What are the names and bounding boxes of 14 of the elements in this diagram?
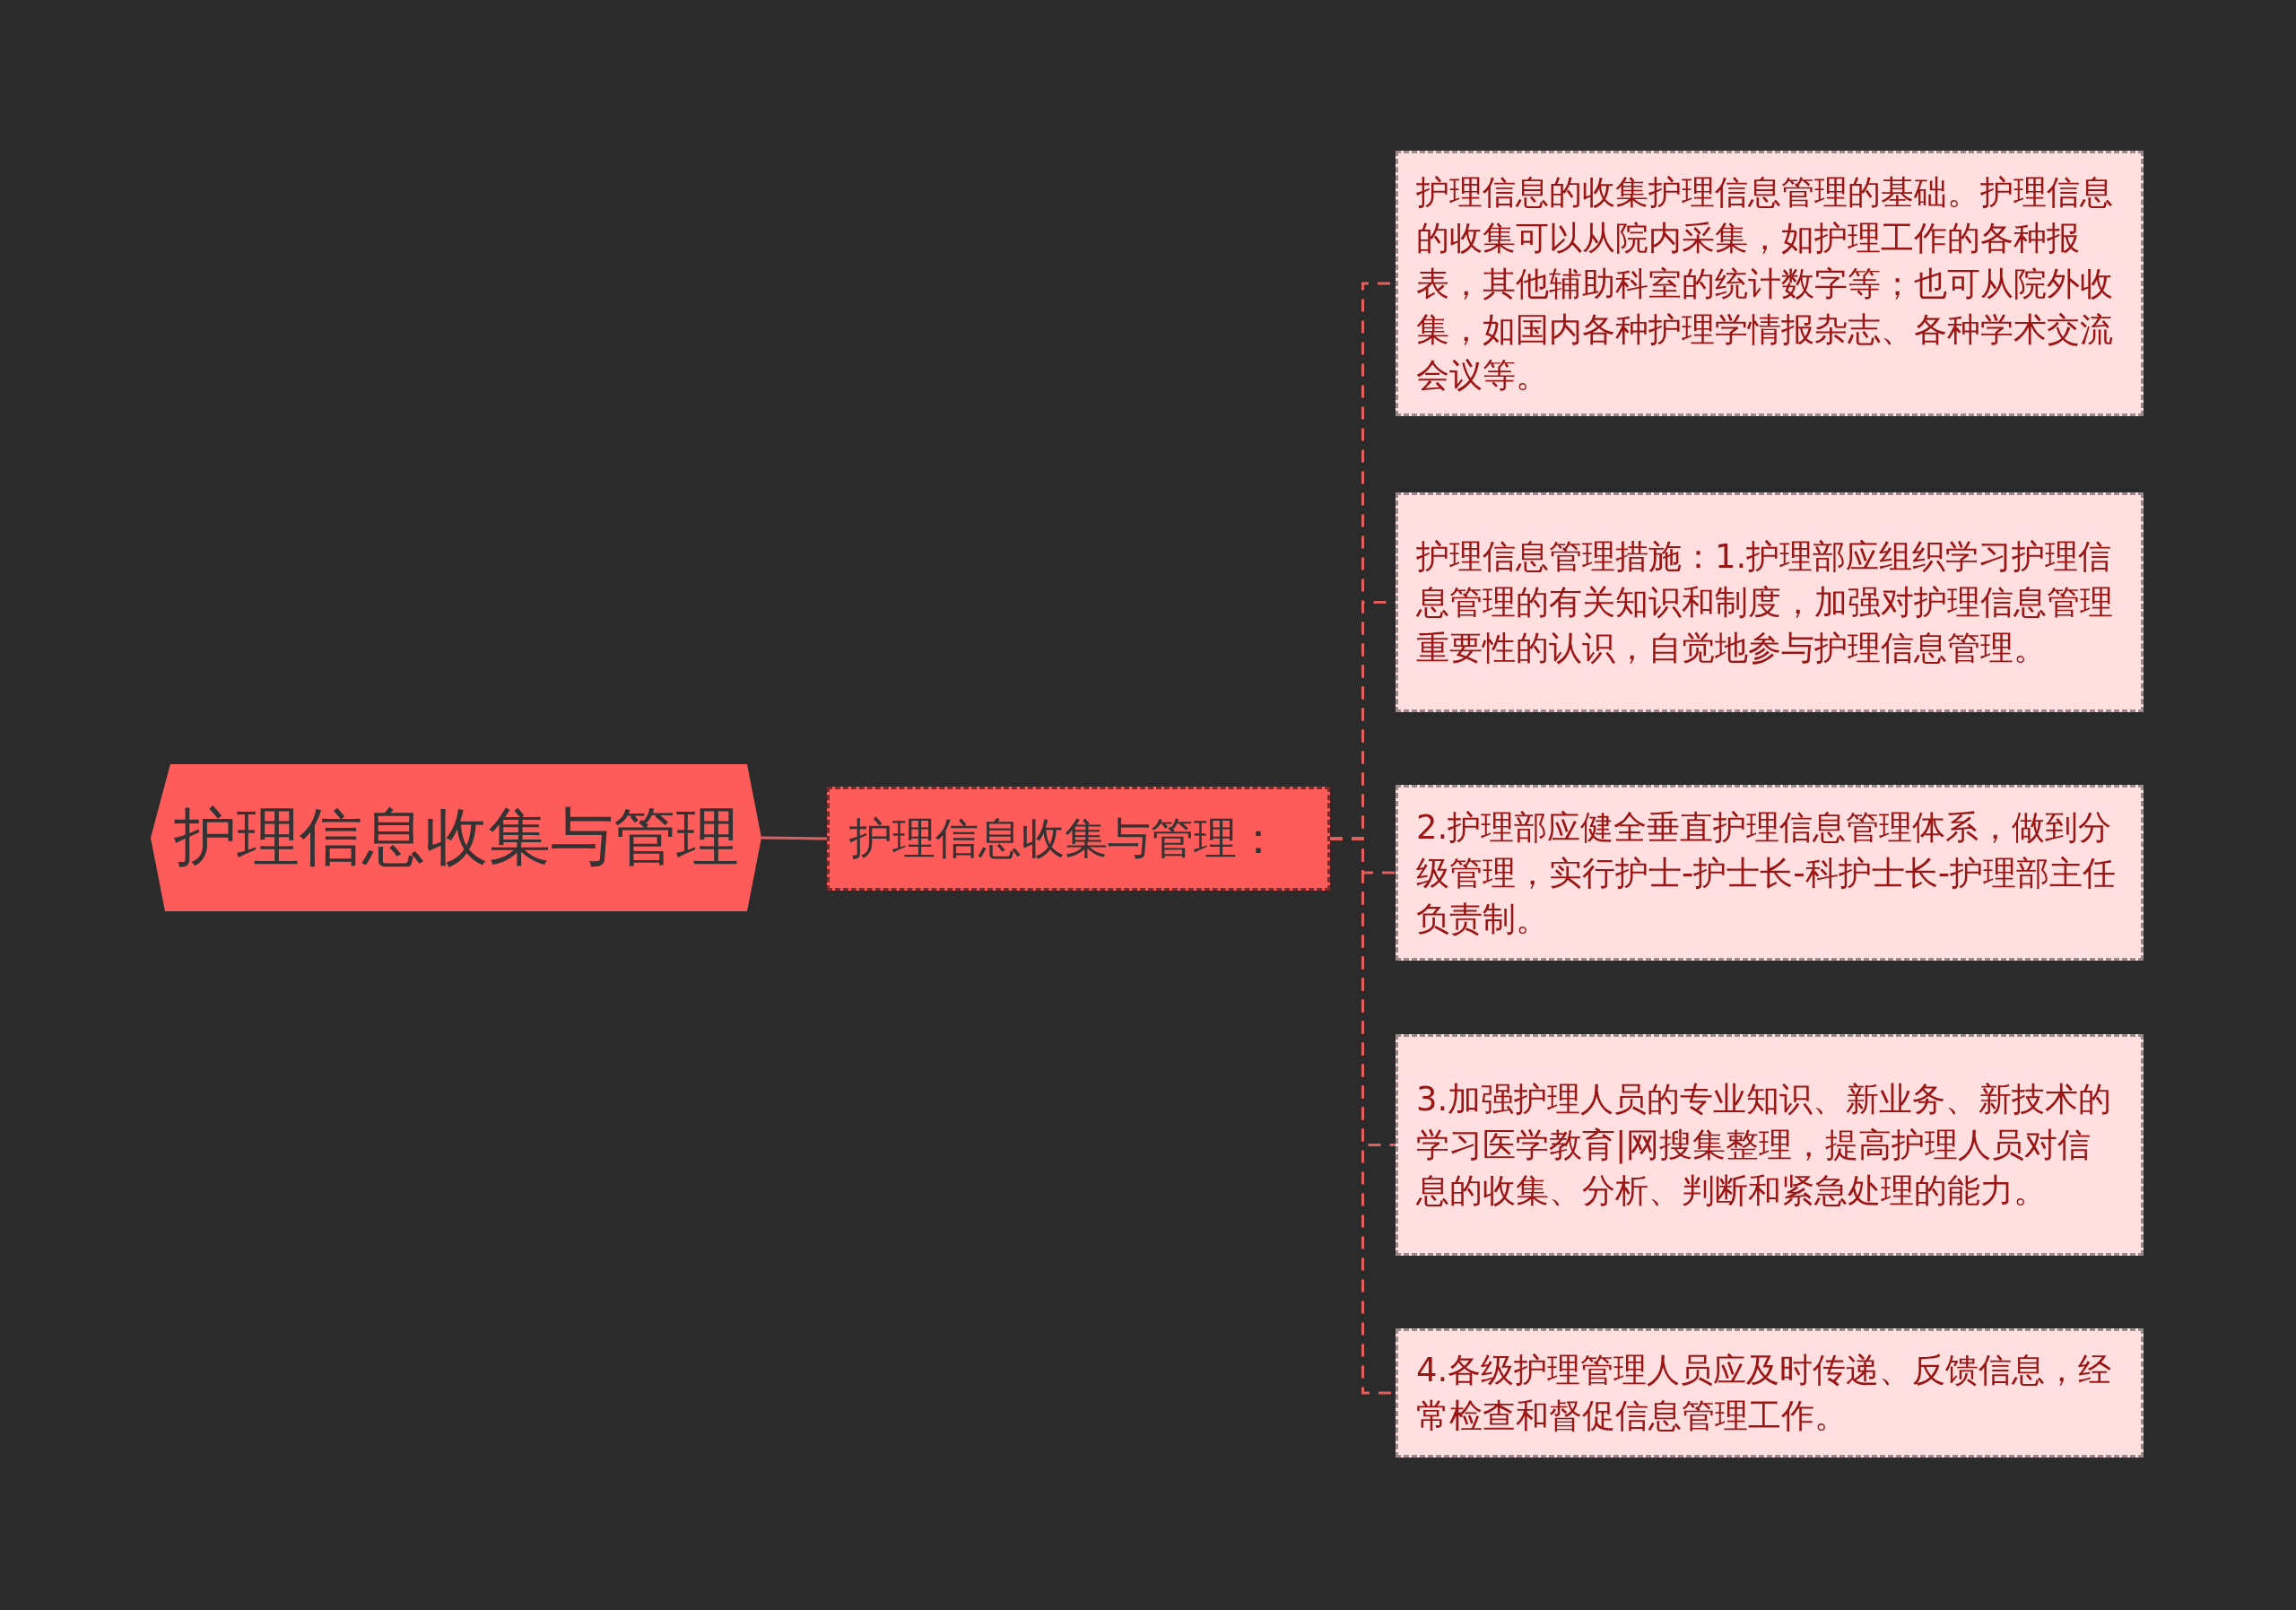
topic-title: 护理信息收集与管理 [172,799,740,875]
subtopic-box [827,787,1330,891]
detail-box [1396,1034,2144,1256]
detail-text: 护理信息管理措施：1.护理部应组织学习护理信息管理的有关知识和制度，加强对护理信息管理重要性的认识，自觉地参与护理信息管理。 [1416,536,2114,669]
detail-text: 3.加强护理人员的专业知识、新业务、新技术的学习医学教育|网搜集整理，提高护理人员对信息的收集、分析、判断和紧急处理的能力。 [1416,1079,2113,1212]
connector-line [761,836,828,840]
detail-text: 护理信息的收集护理信息管理的基础。护理信息的收集可以从院内采集，如护理工作的各种报表，其他辅助科室的统计数字等；也可从院外收集，如国内各种护理学情报杂志、各种学术交流会议等。 [1416,171,2114,396]
detail-text: 4.各级护理管理人员应及时传递、反馈信息，经常检查和督促信息管理工作。 [1416,1350,2113,1437]
detail-box [1396,1328,2144,1458]
detail-box [1396,785,2144,961]
detail-box [1396,151,2144,416]
subtopic-label: 护理信息收集与管理： [849,812,1280,865]
detail-text: 2.护理部应健全垂直护理信息管理体系，做到分级管理，实行护士-护士长-科护士长-护理部主任负责制。 [1416,806,2118,940]
detail-box [1396,492,2144,712]
